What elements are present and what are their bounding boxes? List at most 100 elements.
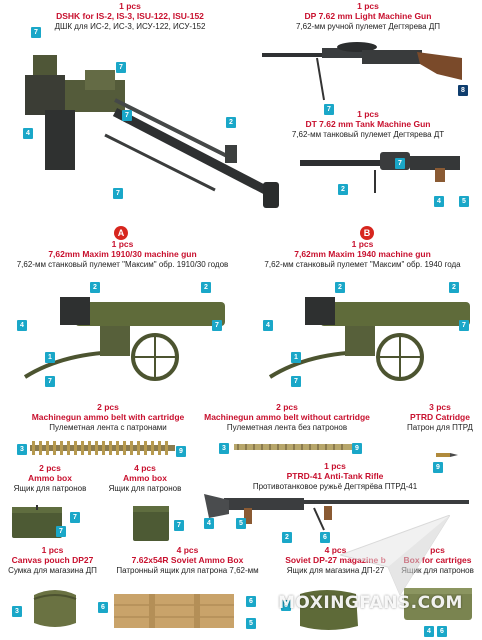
dshk-illustration (25, 55, 279, 208)
belt-empty-name: Machinegun ammo belt without cartridge (204, 411, 370, 422)
badge-4: 4 (204, 518, 214, 529)
ammo-box2-name: Ammo box (28, 472, 72, 483)
letter-b: B (360, 226, 374, 240)
ammo-box4-name: Ammo box (123, 472, 167, 483)
badge-7: 7 (395, 158, 405, 169)
ammo-box2-qty: 2 pcs (39, 463, 61, 473)
belt-cart-ru: Пулеметная лента с патронами (49, 422, 167, 432)
cart-box-caption: pcs Box for cartriges Ящик для патронов (395, 545, 480, 575)
ptrd41-qty: 1 pcs (324, 461, 346, 471)
badge-7: 7 (459, 320, 469, 331)
dshk-caption: 1 pcs DSHK for IS-2, IS-3, ISU-122, ISU-… (30, 1, 230, 31)
dp-caption: 1 pcs DP 7.62 mm Light Machine Gun 7,62-… (268, 1, 468, 31)
ammo-box4-ru: Ящик для патронов (108, 483, 182, 493)
ptrd41-name: PTRD-41 Anti-Tank Rifle (286, 470, 384, 481)
badge-6: 6 (437, 626, 447, 637)
soviet-box-caption: 4 pcs 7.62x54R Soviet Ammo Box Патронный… (100, 545, 275, 575)
letter-a: A (114, 226, 128, 240)
ptrd-cart-qty: 3 pcs (429, 402, 451, 412)
dp-qty: 1 pcs (357, 1, 379, 11)
ammo-box2-illustration (12, 505, 62, 538)
maxim1910-name: 7,62mm Maxim 1910/30 machine gun (48, 248, 197, 259)
belt-empty-qty: 2 pcs (276, 402, 298, 412)
badge-7: 7 (116, 62, 126, 73)
paper-plane-watermark-icon (340, 515, 450, 595)
dt-name: DT 7.62 mm Tank Machine Gun (305, 118, 431, 129)
badge-4: 4 (424, 626, 434, 637)
ammo-box2-caption: 2 pcs Ammo box Ящик для патронов (10, 463, 90, 493)
ammo-box4-caption: 4 pcs Ammo box Ящик для патронов (105, 463, 185, 493)
badge-7: 7 (31, 27, 41, 38)
dp27-mag-qty: 4 pcs (324, 545, 347, 555)
badge-2: 2 (90, 282, 100, 293)
maxim1910-qty: 1 pcs (111, 239, 134, 249)
badge-7: 7 (70, 512, 80, 523)
maxim1940-illustration (268, 297, 470, 381)
badge-5: 5 (459, 196, 469, 207)
badge-4: 4 (23, 128, 33, 139)
badge-1: 1 (291, 352, 301, 363)
badge-6: 6 (98, 602, 108, 613)
maxim1940-name: 7,62mm Maxim 1940 machine gun (294, 248, 431, 259)
dp27-mag-illustration (300, 590, 358, 630)
maxim1910-illustration (23, 297, 225, 381)
badge-6: 6 (246, 596, 256, 607)
dt-qty: 1 pcs (357, 109, 379, 119)
cart-box-ru: Ящик для патронов (401, 565, 474, 575)
dshk-ru: ДШК для ИС-2, ИС-3, ИСУ-122, ИСУ-152 (54, 21, 206, 31)
soviet-box-qty: 4 pcs (176, 545, 199, 555)
soviet-box-illustration (114, 594, 234, 628)
badge-5: 5 (246, 618, 256, 629)
badge-1: 1 (45, 352, 55, 363)
ammo-box4-qty: 4 pcs (134, 463, 156, 473)
cart-box-name: Box for cartriges (403, 554, 472, 565)
badge-4: 4 (263, 320, 273, 331)
badge-5: 5 (236, 518, 246, 529)
dt-ru: 7,62-мм танковый пулемет Дегтярева ДТ (291, 129, 445, 139)
ammo-box4-illustration (133, 506, 169, 541)
badge-2: 2 (449, 282, 459, 293)
maxim1940-caption: 1 pcs 7,62mm Maxim 1940 machine gun 7,62… (250, 239, 475, 269)
badge-3: 3 (17, 444, 27, 455)
dp-name: DP 7.62 mm Light Machine Gun (304, 10, 432, 21)
belt-cart-illustration (30, 441, 175, 455)
belt-cart-caption: 2 pcs Machinegun ammo belt with cartridg… (8, 402, 208, 432)
dt-caption: 1 pcs DT 7.62 mm Tank Machine Gun 7,62-м… (268, 109, 468, 139)
maxim1910-ru: 7,62-мм станковый пулемет "Максим" обр. … (16, 259, 229, 269)
badge-9: 9 (433, 462, 443, 473)
pouch-name: Canvas pouch DP27 (11, 554, 94, 565)
ptrd-cart-illustration (436, 453, 458, 457)
pouch-qty: 1 pcs (41, 545, 64, 555)
dp27-mag-caption: 4 pcs Soviet DP-27 magazine b Ящик для м… (268, 545, 403, 575)
ammo-box2-ru: Ящик для патронов (13, 483, 87, 493)
maxim1940-qty: 1 pcs (351, 239, 374, 249)
badge-9: 9 (176, 446, 186, 457)
badge-7: 7 (291, 376, 301, 387)
badge-3: 3 (12, 606, 22, 617)
pouch-ru: Сумка для магазина ДП (8, 565, 97, 575)
pouch-caption: 1 pcs Canvas pouch DP27 Сумка для магази… (5, 545, 100, 575)
ptrd41-ru: Противотанковое ружьё Дегтярёва ПТРД-41 (252, 481, 418, 491)
ptrd-cart-caption: 3 pcs PTRD Catridge Патрон для ПТРД (400, 402, 480, 432)
badge-7: 7 (324, 104, 334, 115)
badge-7: 7 (113, 188, 123, 199)
belt-empty-caption: 2 pcs Machinegun ammo belt without cartr… (197, 402, 377, 432)
badge-7: 7 (212, 320, 222, 331)
badge-2: 2 (282, 532, 292, 543)
watermark-text: MOXINGFANS.COM (278, 593, 463, 613)
ptrd-cart-name: PTRD Catridge (410, 411, 470, 422)
badge-8: 8 (458, 85, 468, 96)
badge-3: 3 (219, 443, 229, 454)
belt-cart-qty: 2 pcs (97, 402, 119, 412)
dp-ru: 7,62-мм ручной пулемет Дегтярева ДП (295, 21, 441, 31)
badge-4: 4 (17, 320, 27, 331)
dt-illustration (300, 152, 460, 193)
badge-6: 6 (320, 532, 330, 543)
badge-7: 7 (45, 376, 55, 387)
badge-9: 9 (352, 443, 362, 454)
dp27-mag-ru: Ящик для магазина ДП-27 (286, 565, 385, 575)
ptrd41-caption: 1 pcs PTRD-41 Anti-Tank Rifle Противотан… (210, 461, 460, 491)
dp27-mag-name: Soviet DP-27 magazine b (285, 554, 386, 565)
pouch-illustration (33, 590, 77, 627)
